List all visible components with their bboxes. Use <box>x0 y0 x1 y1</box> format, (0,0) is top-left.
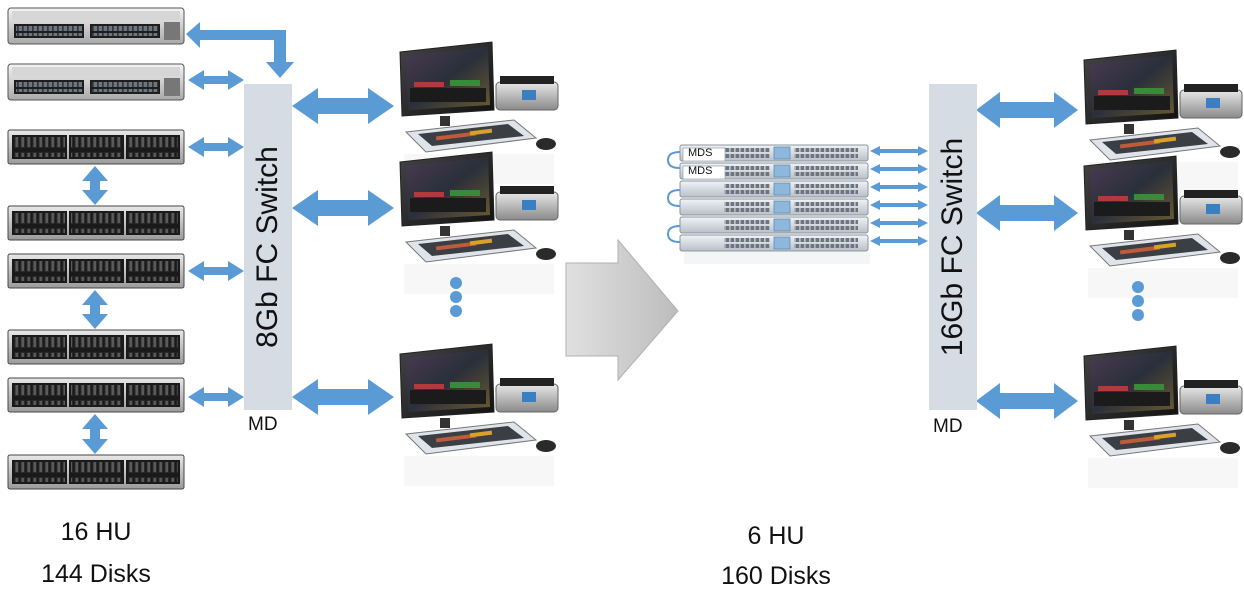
rack-unit <box>679 216 869 234</box>
ellipsis-dot <box>450 291 462 303</box>
workstation <box>399 343 559 487</box>
horizontal-arrow <box>870 164 928 174</box>
disk-array <box>7 454 185 490</box>
right-connection-arrows <box>870 92 1078 419</box>
vertical-arrow <box>82 414 108 454</box>
rack-cable <box>666 189 681 207</box>
right-fc-switch <box>929 84 977 410</box>
right-md-label: MD <box>933 416 963 437</box>
rack-cable <box>666 225 681 243</box>
rack-cable <box>666 151 681 169</box>
left-workstations <box>399 41 559 487</box>
left-caption-disks: 144 Disks <box>41 560 151 588</box>
disk-array <box>7 329 185 365</box>
horizontal-arrow <box>188 261 244 281</box>
horizontal-arrow <box>188 387 244 407</box>
left-caption-hu: 16 HU <box>60 518 132 546</box>
horizontal-arrow <box>976 195 1078 231</box>
rack-unit <box>679 198 869 216</box>
horizontal-arrow <box>870 218 928 228</box>
vertical-arrow <box>82 166 108 205</box>
left-connection-arrows <box>82 22 394 454</box>
horizontal-arrow <box>870 236 928 246</box>
disk-array <box>7 205 185 241</box>
horizontal-arrow <box>188 70 244 90</box>
left-fc-switch <box>244 84 292 410</box>
right-ellipsis-dots <box>1132 281 1144 321</box>
horizontal-arrow <box>870 200 928 210</box>
ellipsis-dot <box>450 277 462 289</box>
server-unit <box>7 7 185 45</box>
right-caption-disks: 160 Disks <box>721 562 831 590</box>
mds-label: MDS <box>688 165 713 177</box>
left-md-label: MD <box>248 414 278 435</box>
left-switch-label: 8Gb FC Switch <box>251 146 284 348</box>
elbow-arrow <box>186 22 294 78</box>
horizontal-arrow <box>292 88 394 124</box>
ellipsis-dot <box>1132 281 1144 293</box>
mds-plate <box>682 165 726 180</box>
horizontal-arrow <box>870 182 928 192</box>
right-switch-label: 16Gb FC Switch <box>936 137 969 357</box>
horizontal-arrow <box>870 146 928 156</box>
horizontal-arrow <box>976 92 1078 128</box>
ellipsis-dot <box>1132 309 1144 321</box>
workstation <box>1083 345 1243 489</box>
mds-plate <box>682 147 726 162</box>
disk-array <box>7 377 185 413</box>
rack-unit <box>679 234 869 252</box>
rack-reflection <box>684 252 870 264</box>
server-unit <box>7 63 185 101</box>
vertical-arrow <box>82 290 108 329</box>
disk-array <box>7 253 185 289</box>
right-caption-hu: 6 HU <box>747 522 805 550</box>
horizontal-arrow <box>976 383 1078 419</box>
transition-arrow <box>565 238 679 382</box>
horizontal-arrow <box>188 137 244 157</box>
horizontal-arrow <box>292 190 394 226</box>
rack-unit <box>679 180 869 198</box>
right-mds-rack <box>666 144 870 264</box>
ellipsis-dot <box>450 305 462 317</box>
ellipsis-dot <box>1132 295 1144 307</box>
right-workstations <box>1083 49 1243 489</box>
left-ellipsis-dots <box>450 277 462 317</box>
disk-array <box>7 129 185 165</box>
mds-label: MDS <box>688 147 713 159</box>
horizontal-arrow <box>292 379 394 415</box>
